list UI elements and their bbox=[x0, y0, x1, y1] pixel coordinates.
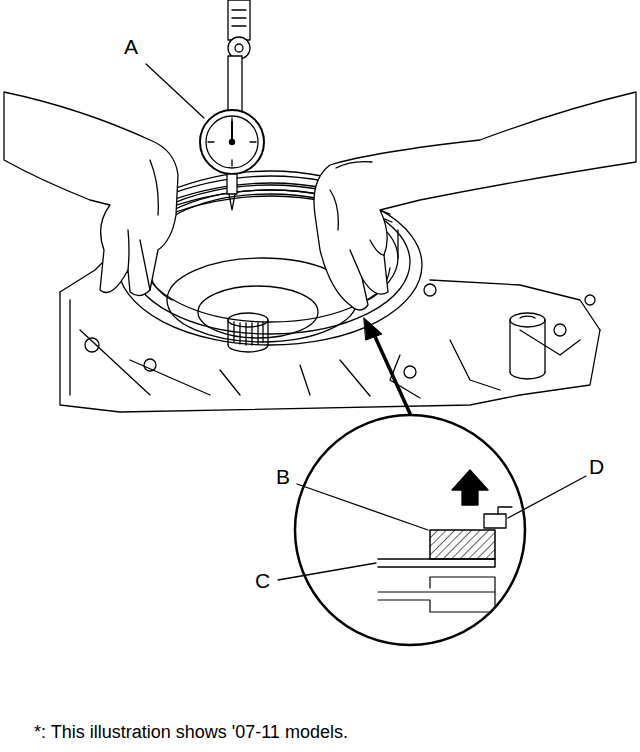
leader-line bbox=[146, 64, 204, 118]
leader-line bbox=[278, 563, 376, 580]
detail-inset bbox=[295, 415, 525, 645]
dial-indicator bbox=[200, 0, 264, 210]
detail-pointer bbox=[364, 318, 412, 418]
hands bbox=[4, 92, 636, 310]
callout-letter: B bbox=[276, 466, 290, 487]
leader-line bbox=[508, 476, 586, 518]
callout-letter: C bbox=[255, 570, 270, 591]
callout-letter: D bbox=[589, 456, 604, 477]
callout-letter: A bbox=[124, 36, 138, 57]
leader-line bbox=[297, 484, 428, 530]
caption-note: *: This illustration shows '07-11 models… bbox=[34, 723, 348, 741]
